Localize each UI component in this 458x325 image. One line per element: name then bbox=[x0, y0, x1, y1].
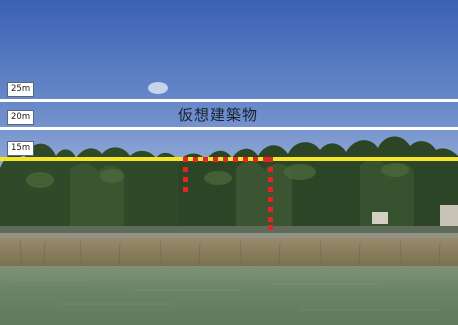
height-line-20m bbox=[0, 127, 458, 130]
building bbox=[440, 205, 458, 227]
height-label-20m: 20m bbox=[7, 110, 35, 125]
cloud bbox=[148, 82, 168, 94]
height-line-15m bbox=[0, 157, 458, 161]
embankment-wall bbox=[0, 233, 458, 239]
building bbox=[372, 212, 388, 224]
virtual-building-outline bbox=[183, 157, 273, 230]
height-label-25m: 25m bbox=[7, 82, 35, 97]
foliage-highlights bbox=[26, 163, 409, 188]
virtual-building-caption: 仮想建築物 bbox=[178, 106, 259, 124]
reeds bbox=[0, 238, 458, 268]
height-label-15m: 15m bbox=[7, 141, 35, 156]
height-line-25m bbox=[0, 99, 458, 102]
water-ripples bbox=[10, 279, 440, 311]
embankment bbox=[0, 226, 458, 236]
pond-water bbox=[0, 266, 458, 325]
reed-texture bbox=[19, 239, 441, 267]
